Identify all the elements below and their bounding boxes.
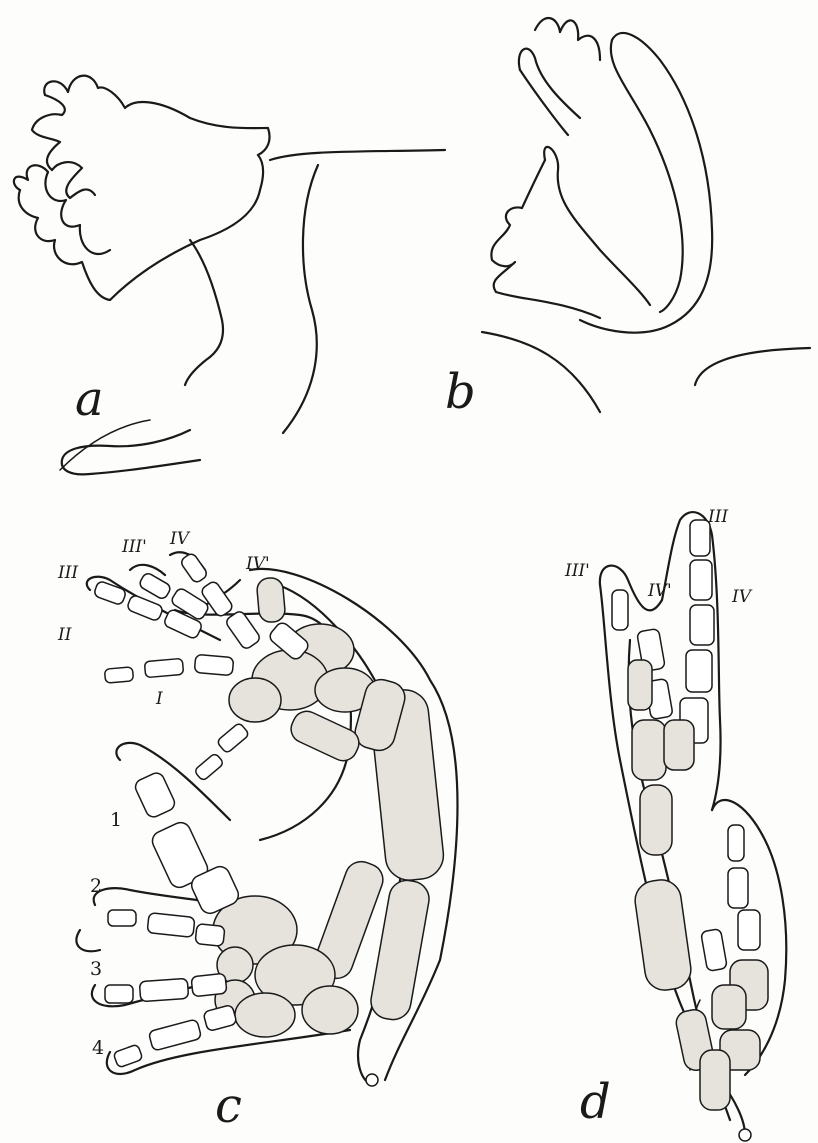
letter-c: c: [215, 1078, 242, 1134]
label-c-i: I: [155, 689, 163, 709]
label-d-iii-prime: III': [564, 561, 590, 581]
label-c-ii: II: [57, 625, 72, 645]
letter-a: a: [75, 371, 104, 427]
label-c-4: 4: [92, 1037, 104, 1059]
letter-b: b: [445, 364, 476, 420]
label-c-iii-prime: III': [121, 537, 147, 557]
drawing-c: [60, 420, 458, 1086]
label-d-iv: IV: [731, 587, 753, 607]
label-c-iv-prime: IV': [245, 554, 270, 574]
label-c-iv: IV: [169, 529, 191, 549]
label-d-iii: III: [707, 507, 728, 527]
label-c-2: 2: [90, 875, 102, 897]
drawing-b: [482, 18, 810, 412]
label-c-iii: III: [57, 563, 78, 583]
drawing-d: [600, 512, 786, 1141]
label-d-iv-prime: IV': [647, 581, 672, 601]
letter-d: d: [580, 1074, 611, 1130]
label-c-1: 1: [110, 809, 122, 831]
label-c-3: 3: [90, 958, 102, 980]
